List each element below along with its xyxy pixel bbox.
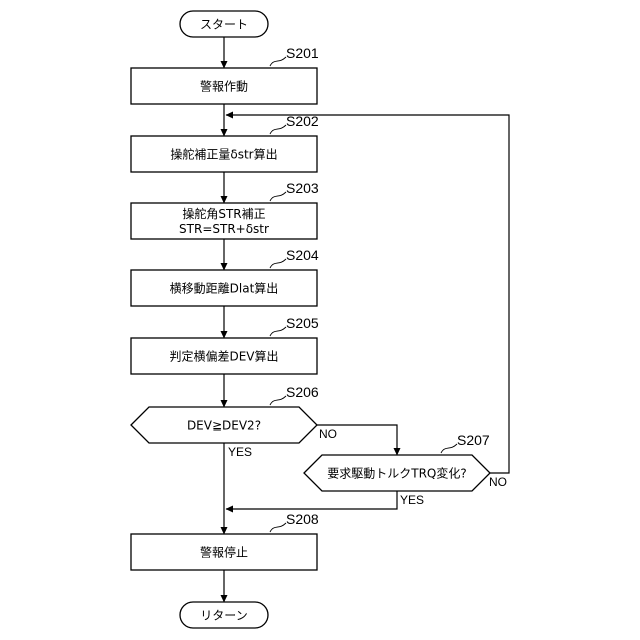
- process-s202: 操舵補正量δstr算出 S202: [131, 113, 319, 172]
- s208-leader: [270, 523, 286, 532]
- start-terminal: スタート: [180, 11, 268, 37]
- s201-text: 警報作動: [200, 79, 248, 94]
- s206-text: DEV≧DEV2?: [187, 419, 261, 433]
- start-text: スタート: [200, 18, 248, 32]
- decision-s206: DEV≧DEV2? S206 NO YES: [131, 384, 337, 459]
- s208-step-label: S208: [286, 511, 319, 527]
- s205-step-label: S205: [286, 315, 319, 331]
- s205-leader: [270, 327, 286, 336]
- connectors: [224, 37, 509, 602]
- s207-yes-label: YES: [400, 493, 424, 507]
- s203-step-label: S203: [286, 180, 319, 196]
- process-s201: 警報作動 S201: [131, 45, 319, 104]
- s207-step-label: S207: [457, 432, 490, 448]
- s204-step-label: S204: [286, 247, 319, 263]
- s203-leader: [270, 192, 286, 201]
- connector-s207-yes-merge: [226, 491, 397, 509]
- s203-text-line1: 操舵角STR補正: [182, 206, 265, 221]
- s201-step-label: S201: [286, 45, 319, 61]
- s206-no-label: NO: [319, 427, 337, 441]
- s207-text: 要求駆動トルクTRQ変化?: [327, 466, 466, 481]
- process-s208: 警報停止 S208: [131, 511, 319, 570]
- process-s203: 操舵角STR補正 STR=STR+δstr S203: [131, 180, 319, 239]
- s202-step-label: S202: [286, 113, 319, 129]
- process-s205: 判定横偏差DEV算出 S205: [131, 315, 319, 374]
- end-terminal: リターン: [180, 602, 268, 628]
- s207-no-label: NO: [489, 475, 507, 489]
- s207-leader: [441, 444, 457, 453]
- decision-s207: 要求駆動トルクTRQ変化? S207 NO YES: [304, 432, 507, 507]
- s206-yes-label: YES: [228, 445, 252, 459]
- s208-text: 警報停止: [200, 545, 248, 560]
- s202-leader: [270, 125, 286, 134]
- s202-text: 操舵補正量δstr算出: [170, 147, 277, 162]
- s206-step-label: S206: [286, 384, 319, 400]
- s203-text-line2: STR=STR+δstr: [179, 222, 269, 236]
- s206-leader: [270, 396, 286, 405]
- s205-text: 判定横偏差DEV算出: [169, 349, 278, 364]
- process-s204: 横移動距離Dlat算出 S204: [131, 247, 319, 306]
- s204-leader: [270, 259, 286, 268]
- s204-text: 横移動距離Dlat算出: [170, 281, 279, 296]
- end-text: リターン: [200, 609, 247, 623]
- s201-leader: [270, 57, 286, 66]
